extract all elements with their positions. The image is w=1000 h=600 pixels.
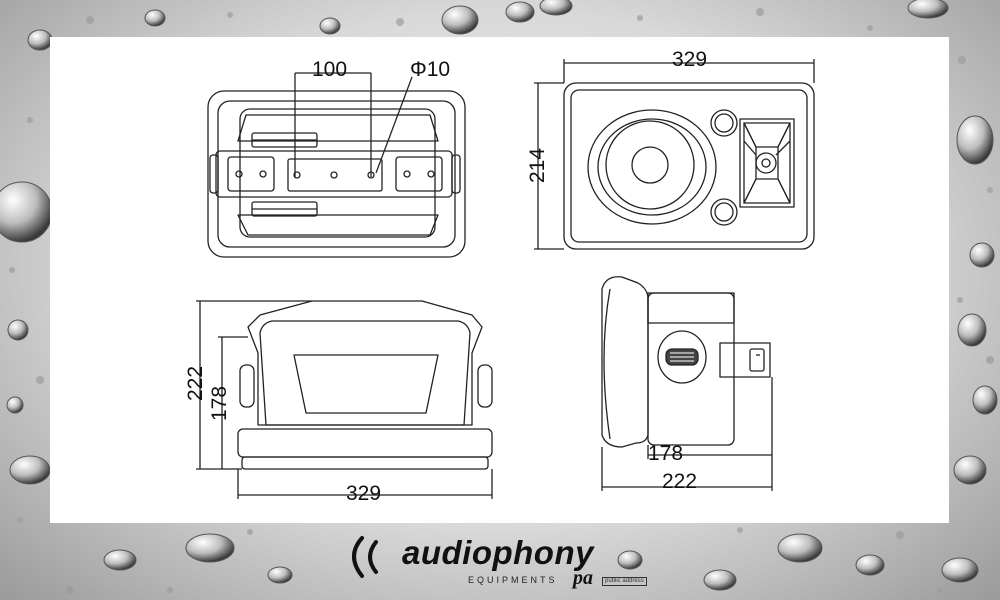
logo-subline: EQUIPMENTS	[468, 575, 558, 585]
technical-drawing	[196, 59, 815, 499]
dim-label-back-total-height: 222	[184, 365, 208, 402]
dim-label-side-depth: 178	[648, 442, 684, 465]
logo-tag: public address	[602, 577, 647, 586]
dim-label-front-height: 214	[526, 147, 550, 184]
audiophony-logo: audiophony EQUIPMENTS pa public address	[340, 528, 670, 594]
front-view	[534, 59, 815, 250]
drawing-sheet: 100 Φ10 329 214 222 178 329 178 222	[50, 37, 949, 523]
top-view	[207, 72, 466, 258]
sound-wave-logo-icon	[352, 536, 378, 578]
dim-label-front-width: 329	[672, 48, 708, 71]
back-view	[196, 300, 493, 499]
dim-label-back-body-height: 178	[208, 385, 232, 422]
logo-wordmark: audiophony	[402, 534, 594, 571]
dim-label-back-width: 329	[346, 482, 382, 505]
side-view	[601, 276, 773, 491]
dim-label-side-total-depth: 222	[662, 470, 698, 493]
dim-label-hole-diameter: Φ10	[410, 58, 451, 81]
dim-label-top-width: 100	[312, 58, 348, 81]
logo-pa-mark: pa	[573, 567, 593, 589]
